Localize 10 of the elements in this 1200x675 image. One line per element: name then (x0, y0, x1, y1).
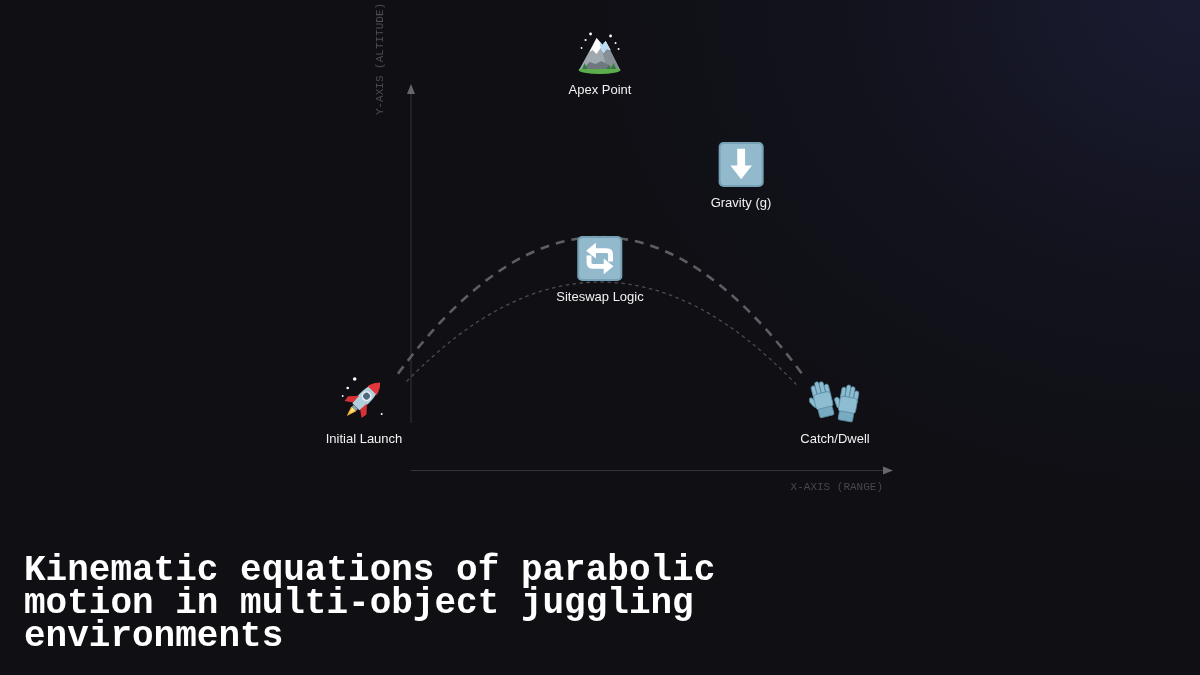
trajectory-curve (405, 281, 797, 386)
axis-label: Y-AXIS (ALTITUDE) (373, 2, 387, 116)
node-label: Initial Launch (325, 431, 403, 446)
node-label: Siteswap Logic (556, 289, 644, 304)
diagram-title: Kinematic equations of parabolic motion in multi-object juggling environments (24, 554, 717, 653)
axis-label: X-AXIS (RANGE) (790, 480, 883, 494)
node-label: Catch/Dwell (800, 431, 870, 446)
node-label: Gravity (g) (710, 195, 772, 210)
node-label: Apex Point (568, 82, 632, 97)
trajectory-curve (397, 235, 805, 377)
